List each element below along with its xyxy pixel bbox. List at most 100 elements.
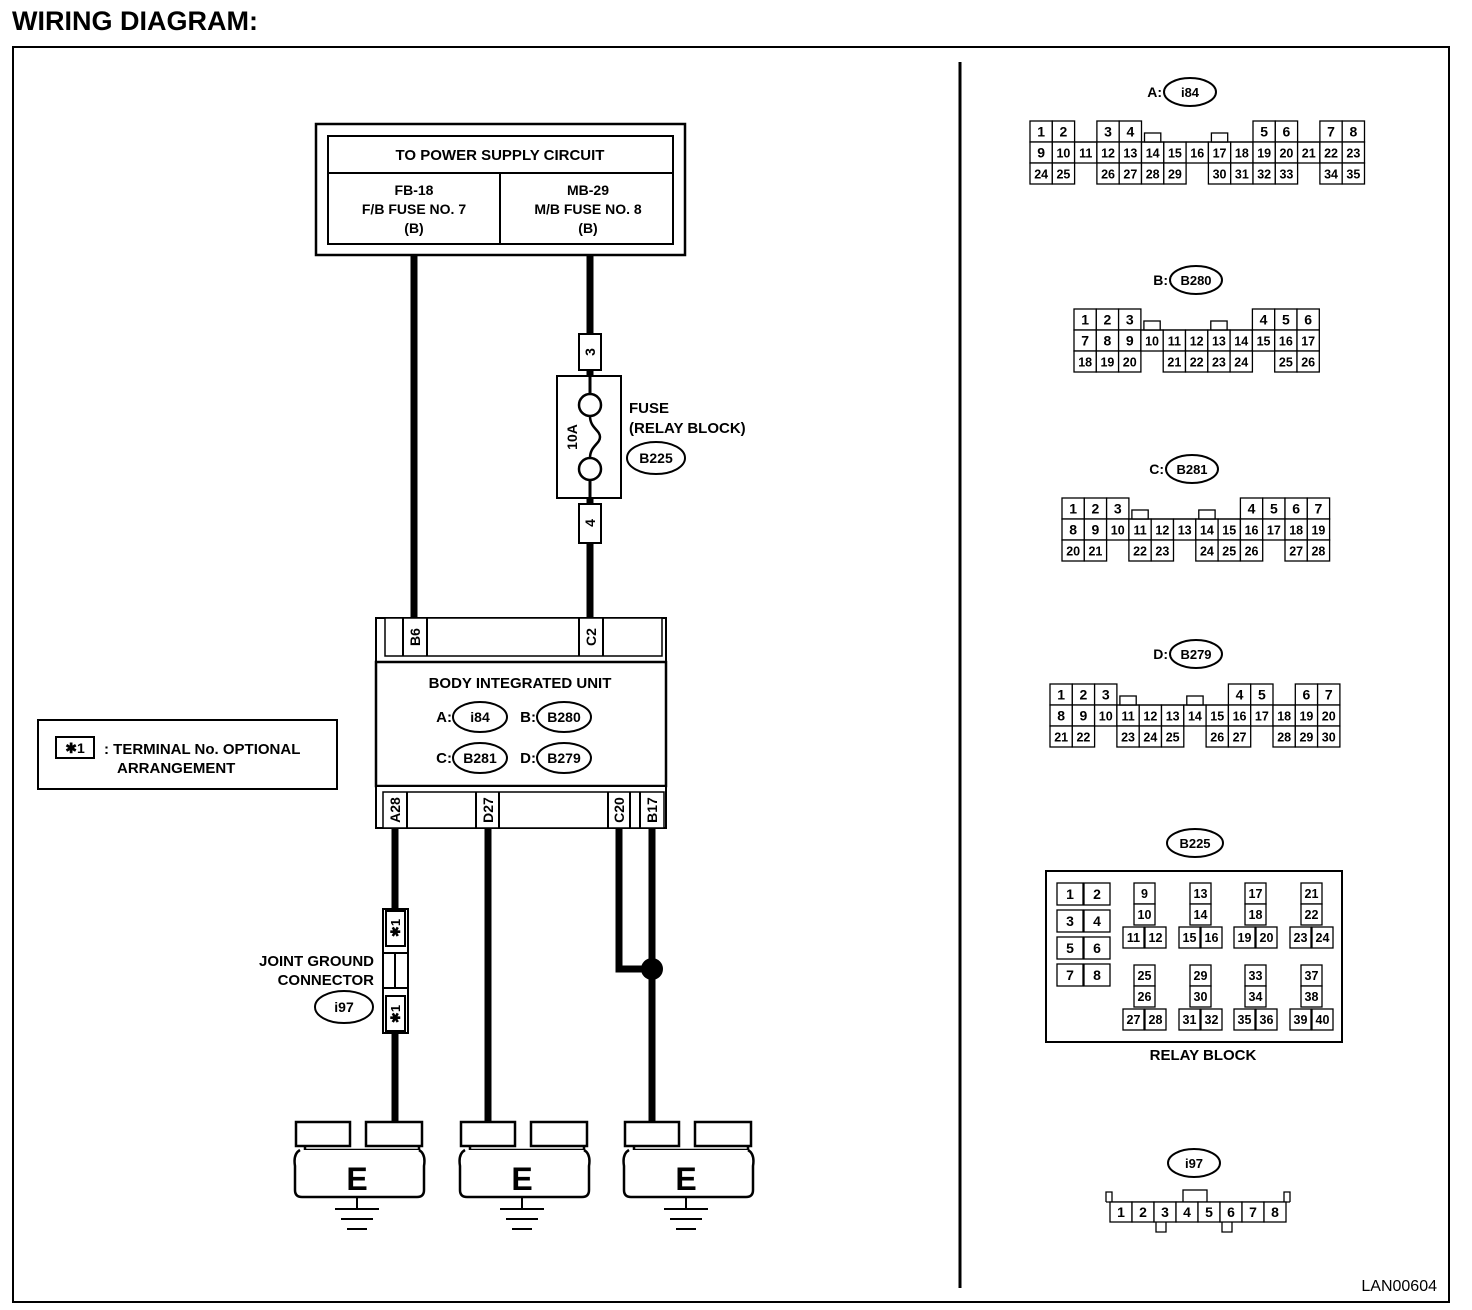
terminal-number: 36: [1260, 1013, 1274, 1027]
terminal-number: 32: [1257, 168, 1271, 182]
connector-id: B225: [1179, 836, 1210, 851]
terminal-cell: [1263, 1201, 1287, 1223]
terminal-cell: [1316, 725, 1341, 748]
terminal-number: 4: [1260, 312, 1268, 328]
svg-text:B:: B:: [520, 709, 536, 726]
terminal-number: 9: [1037, 145, 1045, 161]
terminal-number: 16: [1279, 335, 1293, 349]
terminal-number: 22: [1076, 731, 1090, 745]
terminal-number: 16: [1205, 931, 1219, 945]
terminal-cell: [1274, 162, 1299, 185]
connector-id: i84: [1181, 85, 1200, 100]
terminal-number: 19: [1238, 931, 1252, 945]
terminal-number: 11: [1127, 931, 1140, 945]
terminal-number: 24: [1143, 731, 1157, 745]
svg-text:✱1: ✱1: [388, 919, 403, 937]
terminal-number: 9: [1141, 887, 1148, 901]
fuse-terminal-4: 4: [578, 503, 602, 544]
svg-text:A:: A:: [436, 709, 452, 726]
terminal-cell: [1255, 926, 1278, 949]
pin-c20: C20: [611, 797, 627, 823]
terminal-number: 15: [1210, 710, 1224, 724]
terminal-number: 31: [1235, 168, 1249, 182]
terminal-cell: [1160, 725, 1185, 748]
terminal-cell: [1189, 985, 1212, 1008]
fuse-right-code: MB-29: [567, 182, 609, 198]
terminal-number: 1: [1037, 124, 1045, 140]
terminal-number: 14: [1200, 524, 1214, 538]
terminal-cell: [1144, 926, 1167, 949]
terminal-number: 4: [1183, 1204, 1191, 1220]
terminal-number: 13: [1212, 335, 1226, 349]
terminal-cell: [1056, 936, 1084, 960]
terminal-cell: [1229, 350, 1254, 373]
connector-id: B280: [1180, 273, 1211, 288]
ground-letter: E: [675, 1161, 696, 1197]
terminal-number: 5: [1205, 1204, 1213, 1220]
terminal-cell: [1239, 539, 1264, 562]
terminal-number: 28: [1149, 1013, 1163, 1027]
pin-b17: B17: [644, 797, 660, 823]
terminal-cell: [1311, 926, 1334, 949]
terminal-number: 17: [1255, 710, 1269, 724]
pin-c2: C2: [583, 628, 599, 646]
terminal-number: 6: [1304, 312, 1312, 328]
terminal-number: 6: [1292, 501, 1300, 517]
terminal-number: 12: [1143, 710, 1157, 724]
fuse-left-code: FB-18: [395, 182, 434, 198]
terminal-number: 9: [1126, 333, 1134, 349]
terminal-number: 33: [1249, 969, 1263, 983]
terminal-cell: [1150, 539, 1175, 562]
terminal-number: 16: [1233, 710, 1247, 724]
terminal-number: 21: [1167, 356, 1181, 370]
terminal-number: 23: [1155, 545, 1169, 559]
terminal-number: 8: [1104, 333, 1112, 349]
terminal-number: 28: [1146, 168, 1160, 182]
terminal-number: 3: [1102, 687, 1110, 703]
page-title: WIRING DIAGRAM:: [12, 6, 258, 36]
terminal-number: 3: [1066, 913, 1074, 929]
terminal-number: 4: [1126, 124, 1134, 140]
terminal-cell: [1289, 926, 1312, 949]
terminal-number: 20: [1279, 147, 1293, 161]
terminal-number: 19: [1257, 147, 1271, 161]
terminal-cell: [1311, 1008, 1334, 1031]
terminal-number: 5: [1282, 312, 1290, 328]
terminal-number: 24: [1234, 356, 1248, 370]
terminal-number: 25: [1222, 545, 1236, 559]
terminal-number: 35: [1346, 168, 1360, 182]
terminal-number: 27: [1233, 731, 1247, 745]
fuse-right-name: M/B FUSE NO. 8: [534, 201, 642, 217]
terminal-number: 14: [1146, 147, 1160, 161]
fuse-sublabel: (RELAY BLOCK): [629, 420, 746, 437]
terminal-number: 21: [1088, 545, 1102, 559]
terminal-cell: [1056, 909, 1084, 933]
connector-id: B279: [1180, 647, 1211, 662]
terminal-number: 1: [1081, 312, 1089, 328]
terminal-cell: [1083, 882, 1111, 906]
terminal-number: 2: [1139, 1204, 1147, 1220]
terminal-number: 3: [1104, 124, 1112, 140]
ground-symbol: E: [293, 1120, 426, 1230]
terminal-number: 25: [1138, 969, 1152, 983]
terminal-number: 6: [1093, 940, 1101, 956]
terminal-number: 12: [1155, 524, 1169, 538]
terminal-number: 2: [1104, 312, 1112, 328]
terminal-cell: [1056, 882, 1084, 906]
legend-text-1: : TERMINAL No. OPTIONAL: [104, 741, 300, 758]
terminal-number: 11: [1121, 710, 1134, 724]
terminal-number: 10: [1099, 710, 1113, 724]
svg-text:3: 3: [582, 348, 598, 356]
terminal-number: 33: [1279, 168, 1293, 182]
terminal-number: 23: [1121, 731, 1135, 745]
terminal-number: 10: [1111, 524, 1125, 538]
terminal-number: 26: [1101, 168, 1115, 182]
terminal-cell: [1056, 963, 1084, 987]
terminal-cell: [1255, 1008, 1278, 1031]
terminal-number: 28: [1277, 731, 1291, 745]
power-supply-box: TO POWER SUPPLY CIRCUIT FB-18 F/B FUSE N…: [314, 122, 687, 257]
pin-b6: B6: [407, 628, 423, 646]
svg-text:C:: C:: [436, 750, 452, 767]
terminal-cell: [1178, 926, 1201, 949]
